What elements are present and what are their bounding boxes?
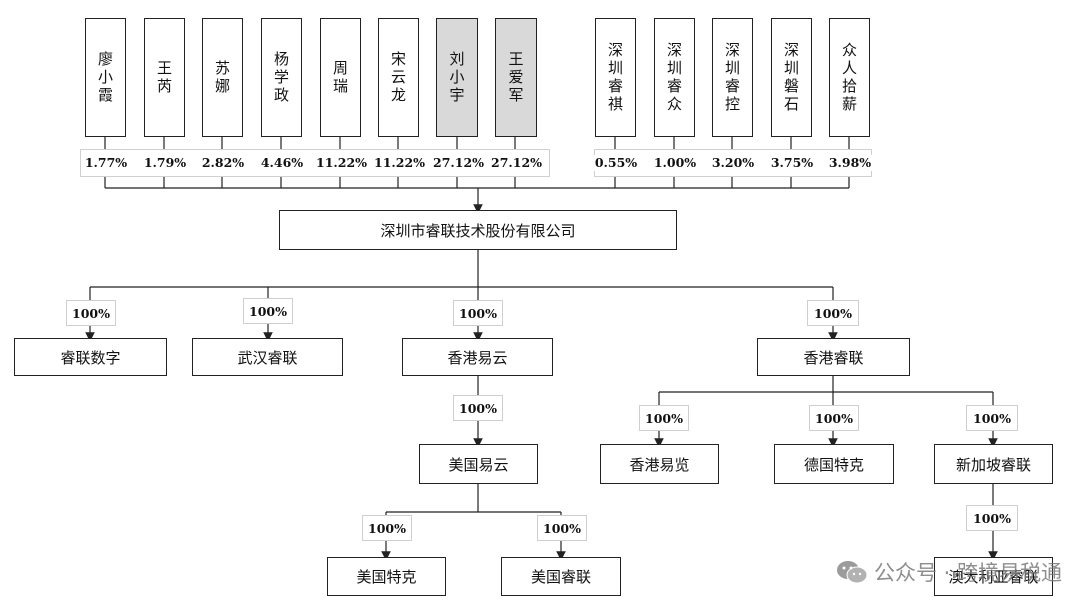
shareholder-box: 苏娜 xyxy=(202,18,243,137)
ownership-percentage: 100% xyxy=(809,405,859,431)
subsidiary-box: 澳大利亚睿联 xyxy=(934,557,1053,596)
subsidiary-box: 睿联数字 xyxy=(14,338,167,376)
ownership-percentage: 100% xyxy=(966,505,1018,531)
shareholder-percentage: 4.46% xyxy=(260,155,304,171)
shareholder-name: 苏娜 xyxy=(213,59,231,96)
subsidiary-name: 美国睿联 xyxy=(530,568,591,586)
subsidiary-name: 香港易览 xyxy=(629,455,690,474)
ownership-percentage: 100% xyxy=(537,515,587,541)
shareholder-name: 众人拾薪 xyxy=(840,41,858,114)
shareholder-name: 深圳睿控 xyxy=(723,41,741,114)
shareholder-name: 王芮 xyxy=(155,59,173,96)
shareholder-percentage: 27.12% xyxy=(491,155,543,171)
shareholder-box: 众人拾薪 xyxy=(829,18,870,137)
ownership-percentage: 100% xyxy=(807,300,859,326)
wechat-icon xyxy=(836,561,868,584)
shareholder-name: 周瑞 xyxy=(331,59,349,96)
subsidiary-box: 武汉睿联 xyxy=(192,338,343,376)
subsidiary-box: 新加坡睿联 xyxy=(934,444,1053,484)
shareholder-box: 杨学政 xyxy=(261,18,302,137)
parent-company-name: 深圳市睿联技术股份有限公司 xyxy=(380,221,576,240)
shareholder-box: 周瑞 xyxy=(320,18,361,137)
shareholder-name: 王爱军 xyxy=(506,50,525,105)
shareholder-percentage: 1.77% xyxy=(84,155,128,171)
shareholder-box: 深圳睿众 xyxy=(654,18,695,137)
subsidiary-name: 香港易云 xyxy=(447,348,508,367)
shareholder-percentage: 27.12% xyxy=(433,155,485,171)
shareholder-box-highlighted: 刘小宇 xyxy=(436,18,478,137)
shareholder-box: 廖小霞 xyxy=(85,18,126,137)
shareholder-percentage: 1.00% xyxy=(653,155,697,171)
shareholder-box: 深圳睿控 xyxy=(712,18,753,137)
shareholder-name: 廖小霞 xyxy=(96,50,114,105)
shareholder-box-highlighted: 王爱军 xyxy=(495,18,537,137)
shareholder-percentage: 11.22% xyxy=(374,155,426,171)
shareholder-name: 深圳睿众 xyxy=(665,41,683,114)
subsidiary-box: 香港易云 xyxy=(402,338,553,376)
subsidiary-box: 德国特克 xyxy=(774,444,894,484)
shareholder-name: 杨学政 xyxy=(272,50,290,105)
shareholder-box: 王芮 xyxy=(144,18,185,137)
parent-company-box: 深圳市睿联技术股份有限公司 xyxy=(279,210,677,250)
subsidiary-name: 睿联数字 xyxy=(60,348,121,367)
shareholder-name: 深圳磐石 xyxy=(782,41,800,114)
subsidiary-box: 香港易览 xyxy=(600,444,719,484)
ownership-percentage: 100% xyxy=(453,395,503,421)
shareholder-box: 深圳磐石 xyxy=(771,18,812,137)
subsidiary-box: 美国易云 xyxy=(419,444,538,484)
subsidiary-name: 美国易云 xyxy=(448,455,509,474)
shareholder-percentage: 2.82% xyxy=(201,155,245,171)
shareholder-name: 宋云龙 xyxy=(389,50,407,105)
subsidiary-name: 新加坡睿联 xyxy=(955,455,1031,474)
shareholder-percentage: 0.55% xyxy=(594,155,638,171)
ownership-percentage: 100% xyxy=(66,300,116,326)
shareholder-percentage: 1.79% xyxy=(143,155,187,171)
shareholder-box: 深圳睿祺 xyxy=(595,18,636,137)
subsidiary-name: 香港睿联 xyxy=(803,348,864,367)
ownership-percentage: 100% xyxy=(639,405,689,431)
shareholder-percentage: 3.98% xyxy=(828,155,872,171)
subsidiary-name: 武汉睿联 xyxy=(237,348,298,367)
subsidiary-name: 美国特克 xyxy=(356,568,417,586)
ownership-percentage: 100% xyxy=(966,405,1018,431)
shareholder-percentage: 11.22% xyxy=(316,155,368,171)
shareholder-percentage: 3.20% xyxy=(711,155,755,171)
ownership-percentage: 100% xyxy=(453,300,503,326)
ownership-percentage: 100% xyxy=(243,298,293,324)
watermark-text: 公众号 · 跨境易税通 xyxy=(873,561,1062,585)
shareholder-name: 深圳睿祺 xyxy=(606,41,624,114)
subsidiary-box: 香港睿联 xyxy=(757,338,910,376)
shareholder-box: 宋云龙 xyxy=(378,18,419,137)
watermark: 公众号 · 跨境易税通 xyxy=(836,557,1062,587)
shareholder-name: 刘小宇 xyxy=(447,50,466,105)
shareholder-percentage: 3.75% xyxy=(770,155,814,171)
subsidiary-box: 美国特克 xyxy=(327,557,446,596)
ownership-percentage: 100% xyxy=(362,515,412,541)
subsidiary-name: 澳大利亚睿联 xyxy=(948,568,1039,586)
subsidiary-name: 德国特克 xyxy=(803,455,864,474)
subsidiary-box: 美国睿联 xyxy=(501,557,621,596)
